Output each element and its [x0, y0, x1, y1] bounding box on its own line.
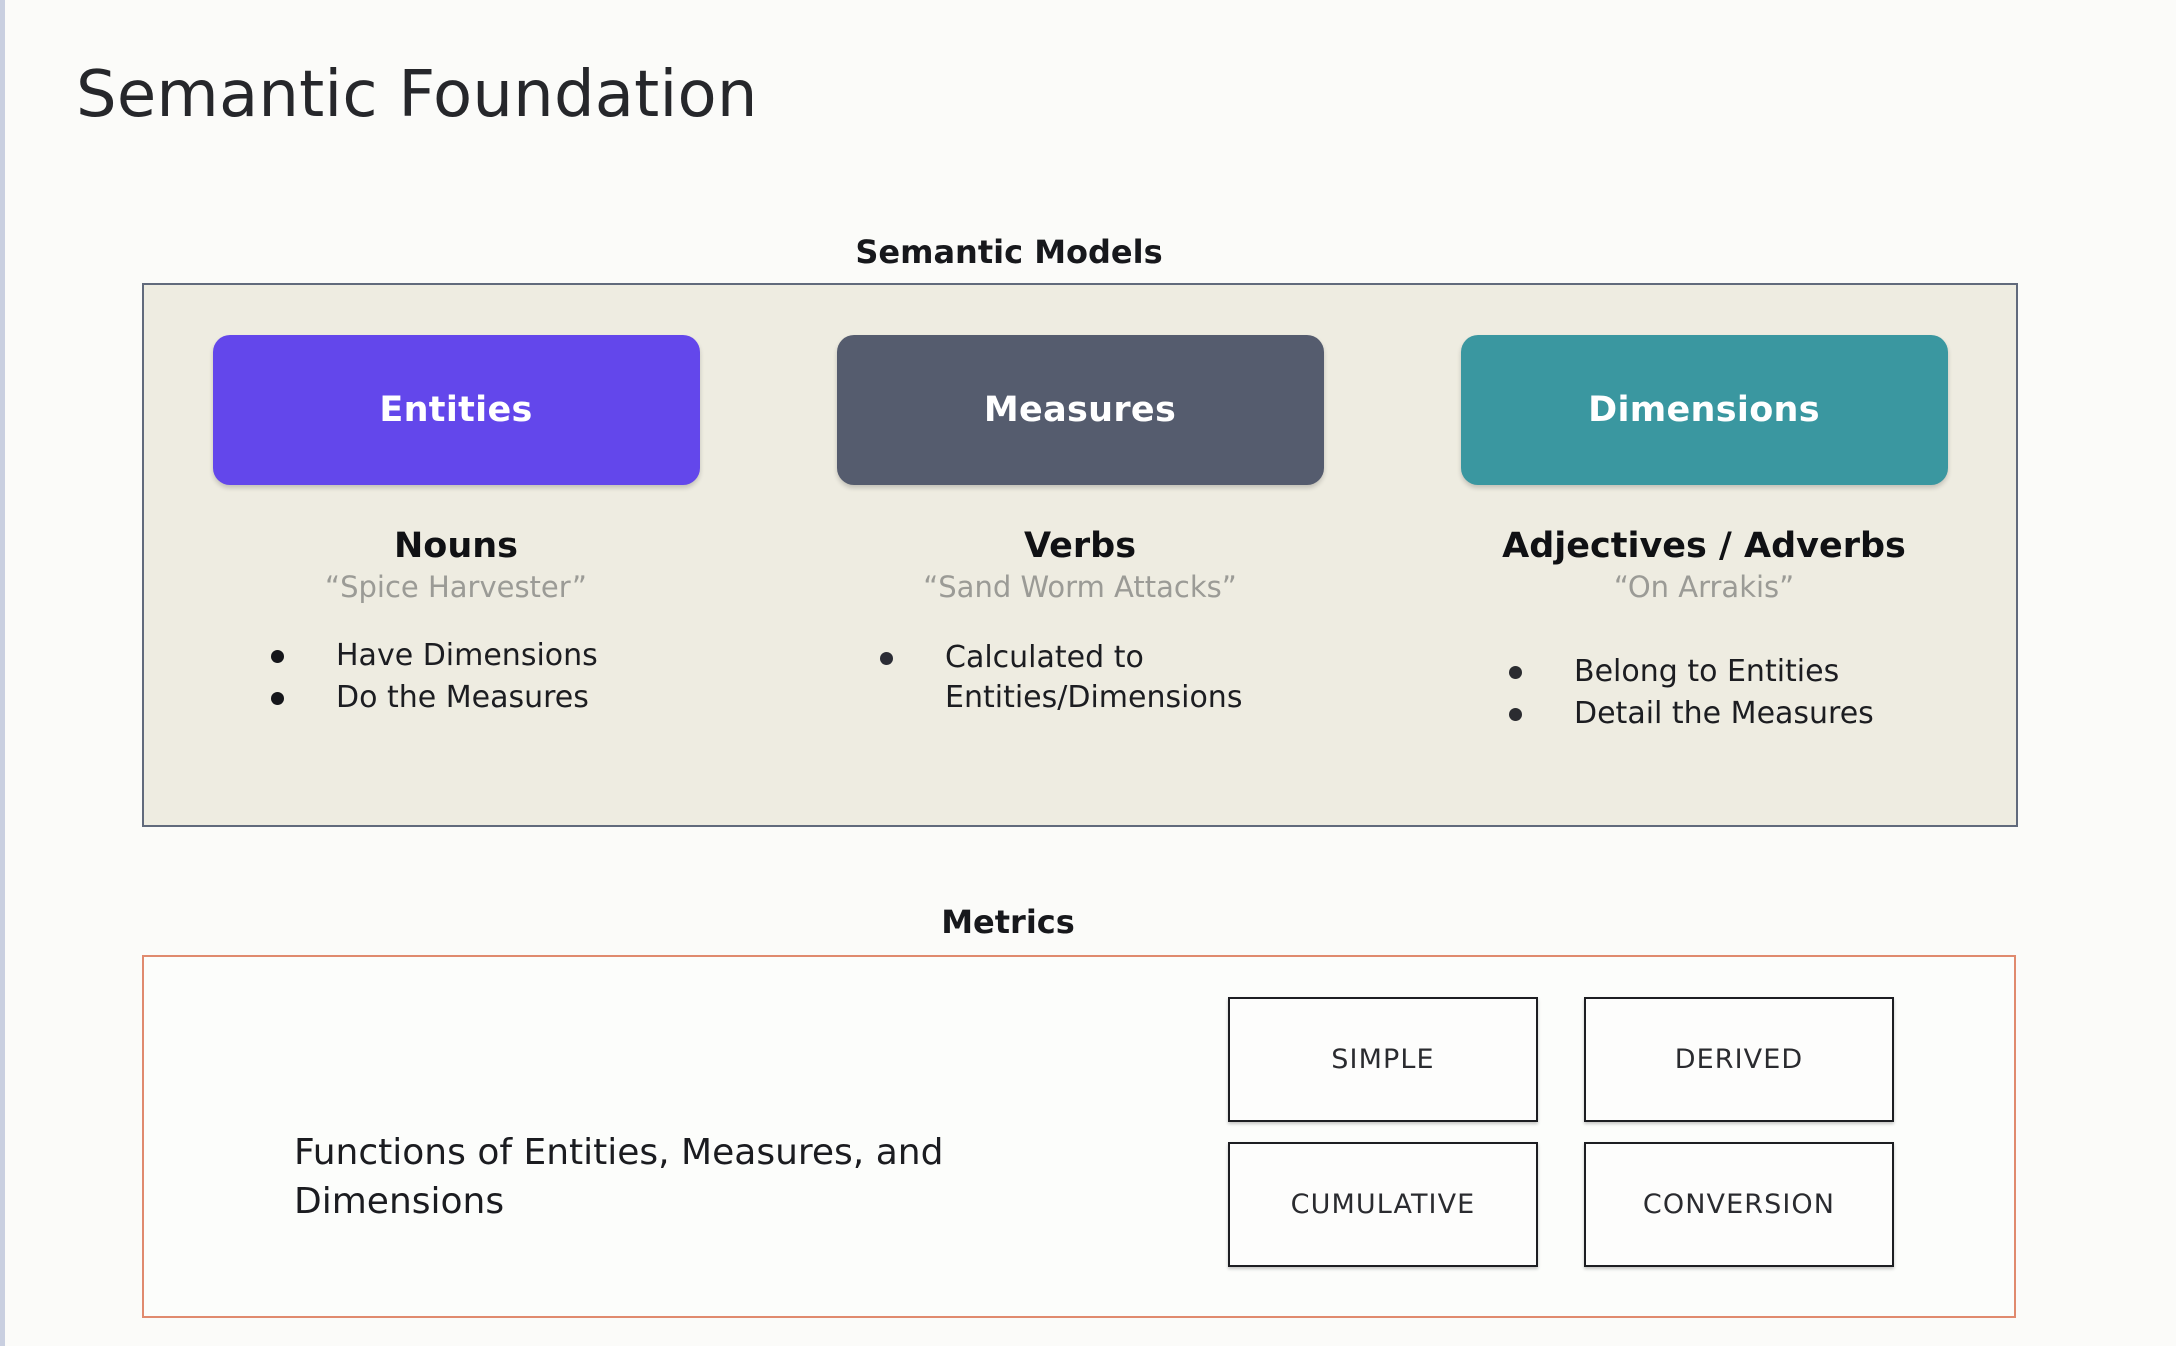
measures-bullet-list: Calculated to Entities/Dimensions — [860, 638, 1300, 718]
dimensions-bullets-wrap: Belong to Entities Detail the Measures — [1489, 652, 1919, 736]
metrics-type-grid: SIMPLE DERIVED CUMULATIVE CONVERSION — [1228, 997, 1918, 1267]
semantic-models-panel: Entities Nouns “Spice Harvester” Have Di… — [142, 283, 2018, 827]
dimensions-part-of-speech: Adjectives / Adverbs — [1502, 526, 1906, 566]
left-edge-strip — [0, 0, 5, 1346]
list-item: Do the Measures — [251, 678, 661, 718]
entities-example: “Spice Harvester” — [325, 569, 587, 604]
dimensions-example: “On Arrakis” — [1613, 569, 1795, 604]
dimensions-chip[interactable]: Dimensions — [1460, 335, 1948, 485]
list-item: Have Dimensions — [251, 636, 661, 676]
metric-type-derived[interactable]: DERIVED — [1584, 997, 1894, 1122]
model-column-measures: Measures Verbs “Sand Worm Attacks” Calcu… — [768, 285, 1392, 825]
metrics-panel: Functions of Entities, Measures, and Dim… — [142, 955, 2016, 1318]
metric-type-cumulative[interactable]: CUMULATIVE — [1228, 1142, 1538, 1267]
list-item: Belong to Entities — [1489, 652, 1919, 692]
metrics-caption: Metrics — [941, 903, 1075, 941]
list-item: Detail the Measures — [1489, 694, 1919, 734]
entities-chip[interactable]: Entities — [212, 335, 700, 485]
measures-example: “Sand Worm Attacks” — [923, 569, 1237, 604]
semantic-models-caption: Semantic Models — [855, 233, 1163, 271]
metrics-description: Functions of Entities, Measures, and Dim… — [294, 1132, 944, 1222]
model-column-entities: Entities Nouns “Spice Harvester” Have Di… — [144, 285, 768, 825]
page-title: Semantic Foundation — [76, 58, 758, 132]
list-item: Calculated to Entities/Dimensions — [860, 638, 1300, 718]
dimensions-bullet-list: Belong to Entities Detail the Measures — [1489, 652, 1919, 734]
entities-bullet-list: Have Dimensions Do the Measures — [251, 636, 661, 718]
metric-type-conversion[interactable]: CONVERSION — [1584, 1142, 1894, 1267]
model-column-dimensions: Dimensions Adjectives / Adverbs “On Arra… — [1392, 285, 2016, 825]
measures-part-of-speech: Verbs — [1023, 526, 1137, 566]
semantic-models-grid: Entities Nouns “Spice Harvester” Have Di… — [144, 285, 2016, 825]
measures-bullets-wrap: Calculated to Entities/Dimensions — [860, 638, 1300, 720]
metric-type-simple[interactable]: SIMPLE — [1228, 997, 1538, 1122]
entities-part-of-speech: Nouns — [393, 526, 518, 566]
entities-bullets-wrap: Have Dimensions Do the Measures — [251, 636, 661, 720]
measures-chip[interactable]: Measures — [836, 335, 1324, 485]
